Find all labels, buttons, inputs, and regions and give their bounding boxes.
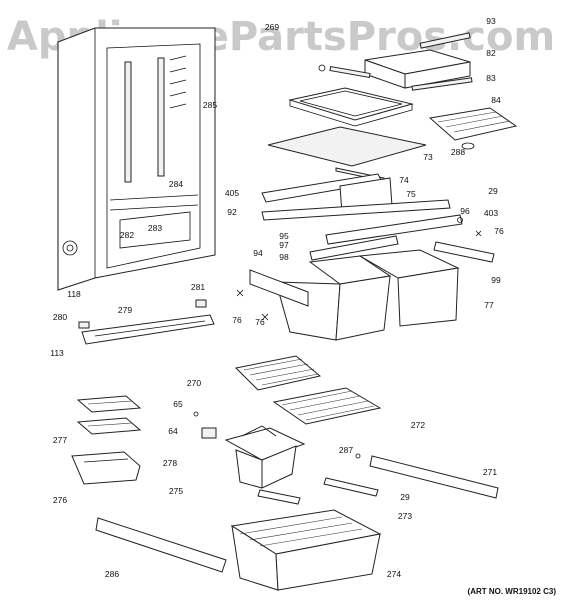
glass-shelf-frame xyxy=(288,87,414,127)
toe-grille xyxy=(78,299,215,345)
callout-84: 84 xyxy=(491,95,501,105)
wire-basket-272 xyxy=(272,387,382,425)
callout-29: 29 xyxy=(400,492,410,502)
callout-98: 98 xyxy=(279,252,289,262)
callout-64: 64 xyxy=(168,426,178,436)
callout-270: 270 xyxy=(187,378,201,388)
callout-82: 82 xyxy=(486,48,496,58)
callout-76: 76 xyxy=(232,315,242,325)
callout-403: 403 xyxy=(484,208,498,218)
ice-bucket-276 xyxy=(71,451,141,485)
callout-272: 272 xyxy=(411,420,425,430)
callout-271: 271 xyxy=(483,467,497,477)
callout-275: 275 xyxy=(169,486,183,496)
crisper-cover-rails xyxy=(261,173,495,263)
callout-286: 286 xyxy=(105,569,119,579)
callout-282: 282 xyxy=(120,230,134,240)
snack-pan xyxy=(364,49,471,89)
callout-118: 118 xyxy=(67,289,81,299)
callout-285: 285 xyxy=(203,100,217,110)
wire-basket-274 xyxy=(230,509,382,591)
callout-97: 97 xyxy=(279,240,289,250)
callout-99: 99 xyxy=(491,275,501,285)
callout-405: 405 xyxy=(225,188,239,198)
callout-labels: 93 269 82 83 84 285 288 73 74 284 405 75 29 96 403 92 28… xyxy=(50,16,504,579)
callout-76: 76 xyxy=(255,317,265,327)
callout-277: 277 xyxy=(53,435,67,445)
callout-113: 113 xyxy=(50,348,64,358)
freezer-rails xyxy=(95,455,499,573)
callout-269: 269 xyxy=(265,22,279,32)
ice-trays xyxy=(76,395,142,435)
callout-92: 92 xyxy=(227,207,237,217)
callout-279: 279 xyxy=(118,305,132,315)
glass-shelf-73 xyxy=(267,126,427,167)
callout-283: 283 xyxy=(148,223,162,233)
callout-29: 29 xyxy=(488,186,498,196)
callout-276: 276 xyxy=(53,495,67,505)
callout-287: 287 xyxy=(339,445,353,455)
callout-83: 83 xyxy=(486,73,496,83)
callout-95: 95 xyxy=(279,231,289,241)
callout-76: 76 xyxy=(494,226,504,236)
callout-74: 74 xyxy=(399,175,409,185)
callout-278: 278 xyxy=(163,458,177,468)
callout-65: 65 xyxy=(173,399,183,409)
callout-73: 73 xyxy=(423,152,433,162)
callout-281: 281 xyxy=(191,282,205,292)
art-number: (ART NO. WR19102 C3) xyxy=(468,587,557,596)
wire-basket-270 xyxy=(234,355,322,391)
callout-94: 94 xyxy=(253,248,263,258)
callout-75: 75 xyxy=(406,189,416,199)
wire-basket-84 xyxy=(428,107,518,141)
callout-77: 77 xyxy=(484,300,494,310)
callout-288: 288 xyxy=(451,147,465,157)
callout-284: 284 xyxy=(169,179,183,189)
callout-93: 93 xyxy=(486,16,496,26)
cabinet-liner xyxy=(57,27,216,291)
crisper-drawers xyxy=(249,249,460,341)
callout-273: 273 xyxy=(398,511,412,521)
ice-dispenser-278 xyxy=(224,425,306,489)
callout-96: 96 xyxy=(460,206,470,216)
callout-280: 280 xyxy=(53,312,67,322)
callout-274: 274 xyxy=(387,569,401,579)
